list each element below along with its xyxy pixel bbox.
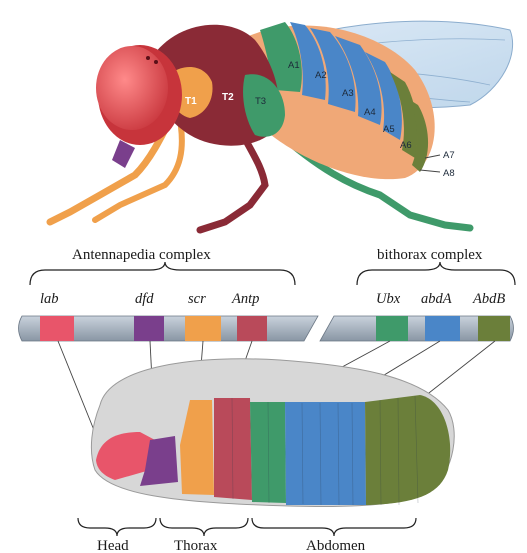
bithorax-complex-label: bithorax complex [377,247,483,263]
bithorax-bracket [357,262,515,285]
gene-band-lab [40,316,74,341]
gene-band-ubx [376,316,408,341]
abdomen-bracket [252,518,416,536]
embryo-abda-band [285,402,366,505]
label-a4: A4 [364,107,376,118]
antennapedia-bracket [30,262,295,285]
gene-label-dfd: dfd [135,291,154,307]
thorax-bracket [160,518,248,536]
gene-band-scr [185,316,221,341]
gene-label-abdb: AbdB [472,291,505,307]
gene-label-scr: scr [188,291,206,307]
label-a6: A6 [400,140,412,151]
embryo [91,359,454,507]
ocellus-1 [146,56,150,60]
gene-band-dfd [134,316,164,341]
region-label-abdomen: Abdomen [306,538,366,553]
label-a3: A3 [342,88,354,99]
fly-eye [96,46,168,130]
label-t2: T2 [222,92,234,103]
head-bracket [78,518,156,536]
leader-a8 [420,170,440,172]
label-a2: A2 [315,70,327,81]
region-label-thorax: Thorax [174,538,218,553]
gene-band-abda [425,316,460,341]
label-a8: A8 [443,168,455,179]
label-a1: A1 [288,60,300,71]
label-t1: T1 [185,96,197,107]
adult-fly: T1 T2 T3 A1 A2 A3 A4 A5 A6 A7 A8 [50,21,513,230]
gene-label-ubx: Ubx [376,291,401,307]
gene-band-antp [237,316,267,341]
antennapedia-complex-label: Antennapedia complex [72,247,211,263]
ocellus-2 [154,60,158,64]
label-a5: A5 [383,124,395,135]
embryo-abdb-band [365,395,450,505]
region-label-head: Head [97,538,129,553]
chromosome [19,316,514,341]
fly-proboscis [112,140,135,168]
label-t3: T3 [255,96,266,107]
gene-label-lab: lab [40,291,59,307]
label-a7: A7 [443,150,455,161]
gene-label-antp: Antp [231,291,259,307]
leader-abdb [420,341,495,400]
gene-band-abdb [478,316,510,341]
gene-label-abda: abdA [421,291,452,307]
